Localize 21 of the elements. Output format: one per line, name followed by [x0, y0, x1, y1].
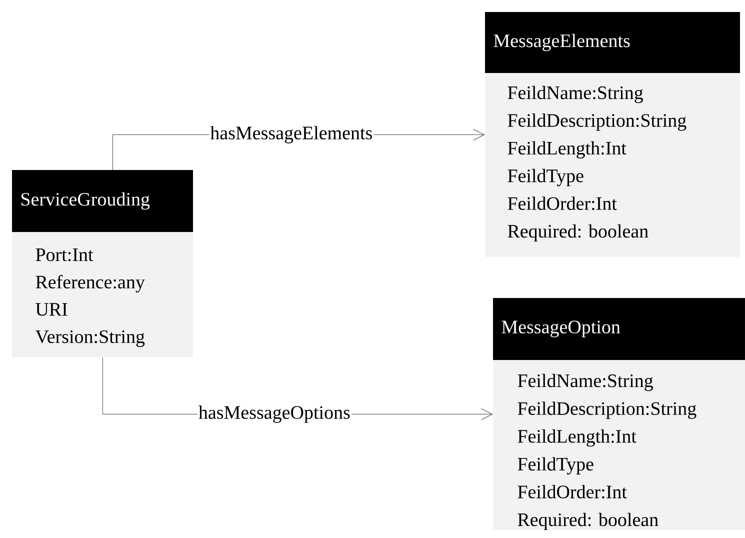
- edge-label: hasMessageOptions: [197, 404, 352, 424]
- attribute-text: Reference:any: [36, 274, 145, 292]
- attribute-text: Required: boolean: [518, 512, 658, 530]
- attribute-text: FeildDescription:String: [518, 402, 696, 419]
- attribute-text: Version:String: [35, 330, 145, 347]
- class-header: MessageOption: [493, 298, 745, 360]
- attribute-text: FeildOrder:Int: [508, 196, 617, 210]
- attribute-text: FeildType: [518, 457, 594, 474]
- attribute-text: URI: [36, 303, 68, 316]
- edge-label: hasMessageElements: [209, 125, 374, 144]
- attribute-text: FeildName:String: [508, 86, 643, 104]
- attribute-text: FeildOrder:Int: [518, 485, 627, 498]
- attribute-text: FeildLength:Int: [518, 429, 636, 447]
- class-header: ServiceGrouding: [12, 170, 193, 232]
- attribute-text: FeildLength:Int: [508, 141, 626, 158]
- class-header: MessageElements: [485, 12, 740, 73]
- attribute-text: Port:Int: [36, 248, 94, 262]
- attribute-text: FeildDescription:String: [508, 114, 686, 131]
- attribute-text: FeildType: [508, 168, 584, 186]
- attribute-text: Required: boolean: [508, 224, 648, 242]
- attribute-text: FeildName:String: [518, 374, 653, 392]
